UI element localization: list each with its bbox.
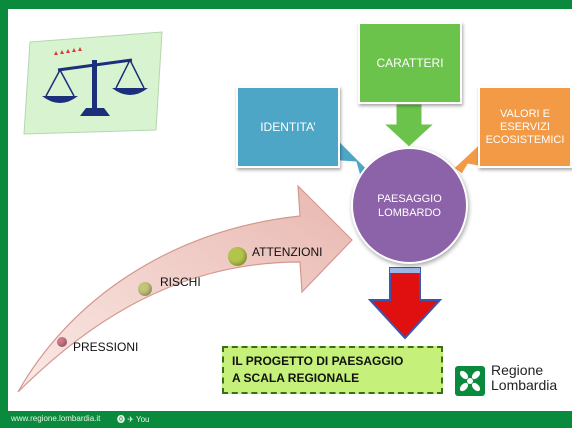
arrow-caratteri	[382, 103, 436, 148]
result-arrow	[367, 267, 443, 340]
project-line-1: IL PROGETTO DI PAESAGGIO	[232, 354, 404, 368]
paesaggio-lombardo-circle: PAESAGGIO LOMBARDO	[351, 147, 468, 264]
box-valori-line-2: ESERVIZI	[500, 120, 550, 133]
footer-url-link[interactable]: www.regione.lombardia.it	[11, 414, 101, 423]
box-identita: IDENTITA’	[236, 86, 340, 168]
box-caratteri: CARATTERI	[358, 22, 462, 104]
stage-attenzioni: ATTENZIONI	[252, 245, 323, 259]
logo-line-1: Regione	[491, 362, 544, 378]
social-icons[interactable]: ⓿ ✈ You	[117, 415, 150, 424]
attenzioni-dot	[228, 247, 247, 266]
top-bar	[0, 0, 572, 8]
box-identita-label: IDENTITA’	[260, 120, 316, 134]
stage-rischi: RISCHI	[160, 275, 201, 289]
box-valori-line-1: VALORI E	[500, 107, 550, 120]
rischi-dot	[138, 282, 152, 296]
trend-arrow	[17, 184, 353, 393]
pressioni-dot	[57, 337, 67, 347]
center-line-1: PAESAGGIO	[377, 192, 442, 205]
project-line-2: A SCALA REGIONALE	[232, 371, 360, 385]
logo-line-2: Lombardia	[491, 377, 558, 393]
balance-scale-icon	[42, 47, 148, 116]
footer: www.regione.lombardia.it ⓿ ✈ You	[0, 411, 572, 428]
balance-scale-image	[23, 31, 163, 135]
regione-lombardia-logo-icon	[455, 366, 485, 396]
box-caratteri-label: CARATTERI	[376, 56, 444, 70]
stage-pressioni: PRESSIONI	[73, 340, 139, 354]
center-line-2: LOMBARDO	[378, 206, 441, 219]
box-valori-line-3: ECOSISTEMICI	[485, 133, 565, 146]
regione-lombardia-logo-text: Regione Lombardia	[491, 363, 557, 393]
project-box: IL PROGETTO DI PAESAGGIO A SCALA REGIONA…	[222, 346, 443, 394]
box-valori: VALORI E ESERVIZI ECOSISTEMICI	[478, 86, 572, 168]
